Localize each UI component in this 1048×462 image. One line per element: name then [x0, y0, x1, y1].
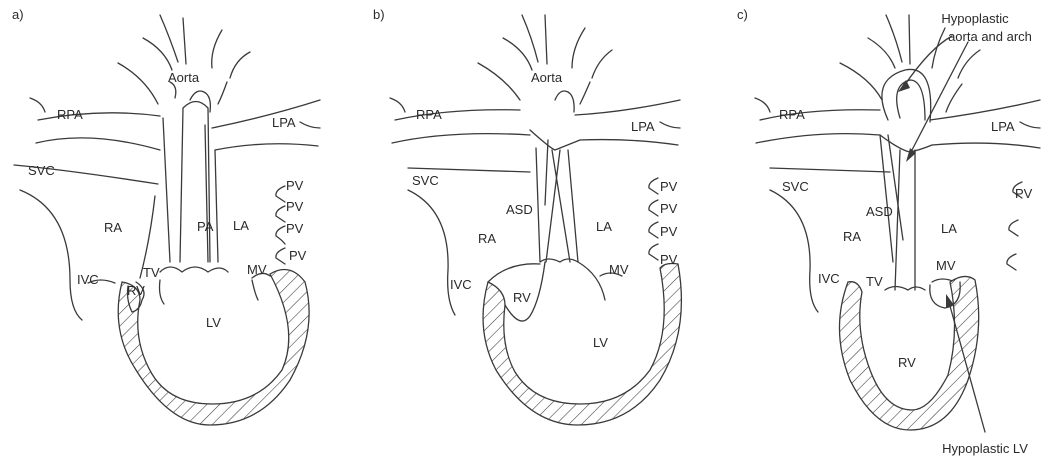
- b-pv2-label: PV: [660, 201, 678, 216]
- c-rpa-label: RPA: [779, 107, 805, 122]
- a-rpa-label: RPA: [57, 107, 83, 122]
- panel-c: c): [737, 7, 1040, 456]
- c-la-label: LA: [941, 221, 957, 236]
- b-lpa-label: LPA: [631, 119, 655, 134]
- b-ivc-label: IVC: [450, 277, 472, 292]
- c-asd-label: ASD: [866, 204, 893, 219]
- b-aorta-label: Aorta: [531, 70, 563, 85]
- c-rv-label: RV: [898, 355, 916, 370]
- a-ra-label: RA: [104, 220, 122, 235]
- c-hypoplastic-aorta-line2: aorta and arch: [948, 29, 1032, 44]
- a-rv-label: RV: [127, 283, 145, 298]
- a-tv-label: TV: [143, 265, 160, 280]
- b-pv1-label: PV: [660, 179, 678, 194]
- a-pa-label: PA: [197, 219, 214, 234]
- b-rv-label: RV: [513, 290, 531, 305]
- c-pv-label: PV: [1015, 186, 1033, 201]
- b-lv-label: LV: [593, 335, 608, 350]
- a-svc-label: SVC: [28, 163, 55, 178]
- a-la-label: LA: [233, 218, 249, 233]
- b-mv-label: MV: [609, 262, 629, 277]
- a-lpa-label: LPA: [272, 115, 296, 130]
- a-pv2-label: PV: [286, 199, 304, 214]
- b-rpa-label: RPA: [416, 107, 442, 122]
- a-lv-label: LV: [206, 315, 221, 330]
- b-asd-label: ASD: [506, 202, 533, 217]
- a-pv1-label: PV: [286, 178, 304, 193]
- panel-c-letter: c): [737, 7, 748, 22]
- b-pv3-label: PV: [660, 224, 678, 239]
- c-lpa-label: LPA: [991, 119, 1015, 134]
- c-hypoplastic-aorta-line1: Hypoplastic: [941, 11, 1009, 26]
- b-svc-label: SVC: [412, 173, 439, 188]
- c-tv-label: TV: [866, 274, 883, 289]
- a-mv-label: MV: [247, 262, 267, 277]
- b-la-label: LA: [596, 219, 612, 234]
- a-aorta-label: Aorta: [168, 70, 200, 85]
- b-ra-label: RA: [478, 231, 496, 246]
- c-ivc-label: IVC: [818, 271, 840, 286]
- a-pv4-label: PV: [289, 248, 307, 263]
- c-ra-label: RA: [843, 229, 861, 244]
- panel-a: a): [12, 7, 320, 425]
- panel-b: b): [373, 7, 681, 425]
- b-pv4-label: PV: [660, 252, 678, 267]
- panel-a-letter: a): [12, 7, 24, 22]
- panel-b-letter: b): [373, 7, 385, 22]
- c-mv-label: MV: [936, 258, 956, 273]
- c-svc-label: SVC: [782, 179, 809, 194]
- a-pv3-label: PV: [286, 221, 304, 236]
- a-ivc-label: IVC: [77, 272, 99, 287]
- c-hypoplastic-lv-label: Hypoplastic LV: [942, 441, 1028, 456]
